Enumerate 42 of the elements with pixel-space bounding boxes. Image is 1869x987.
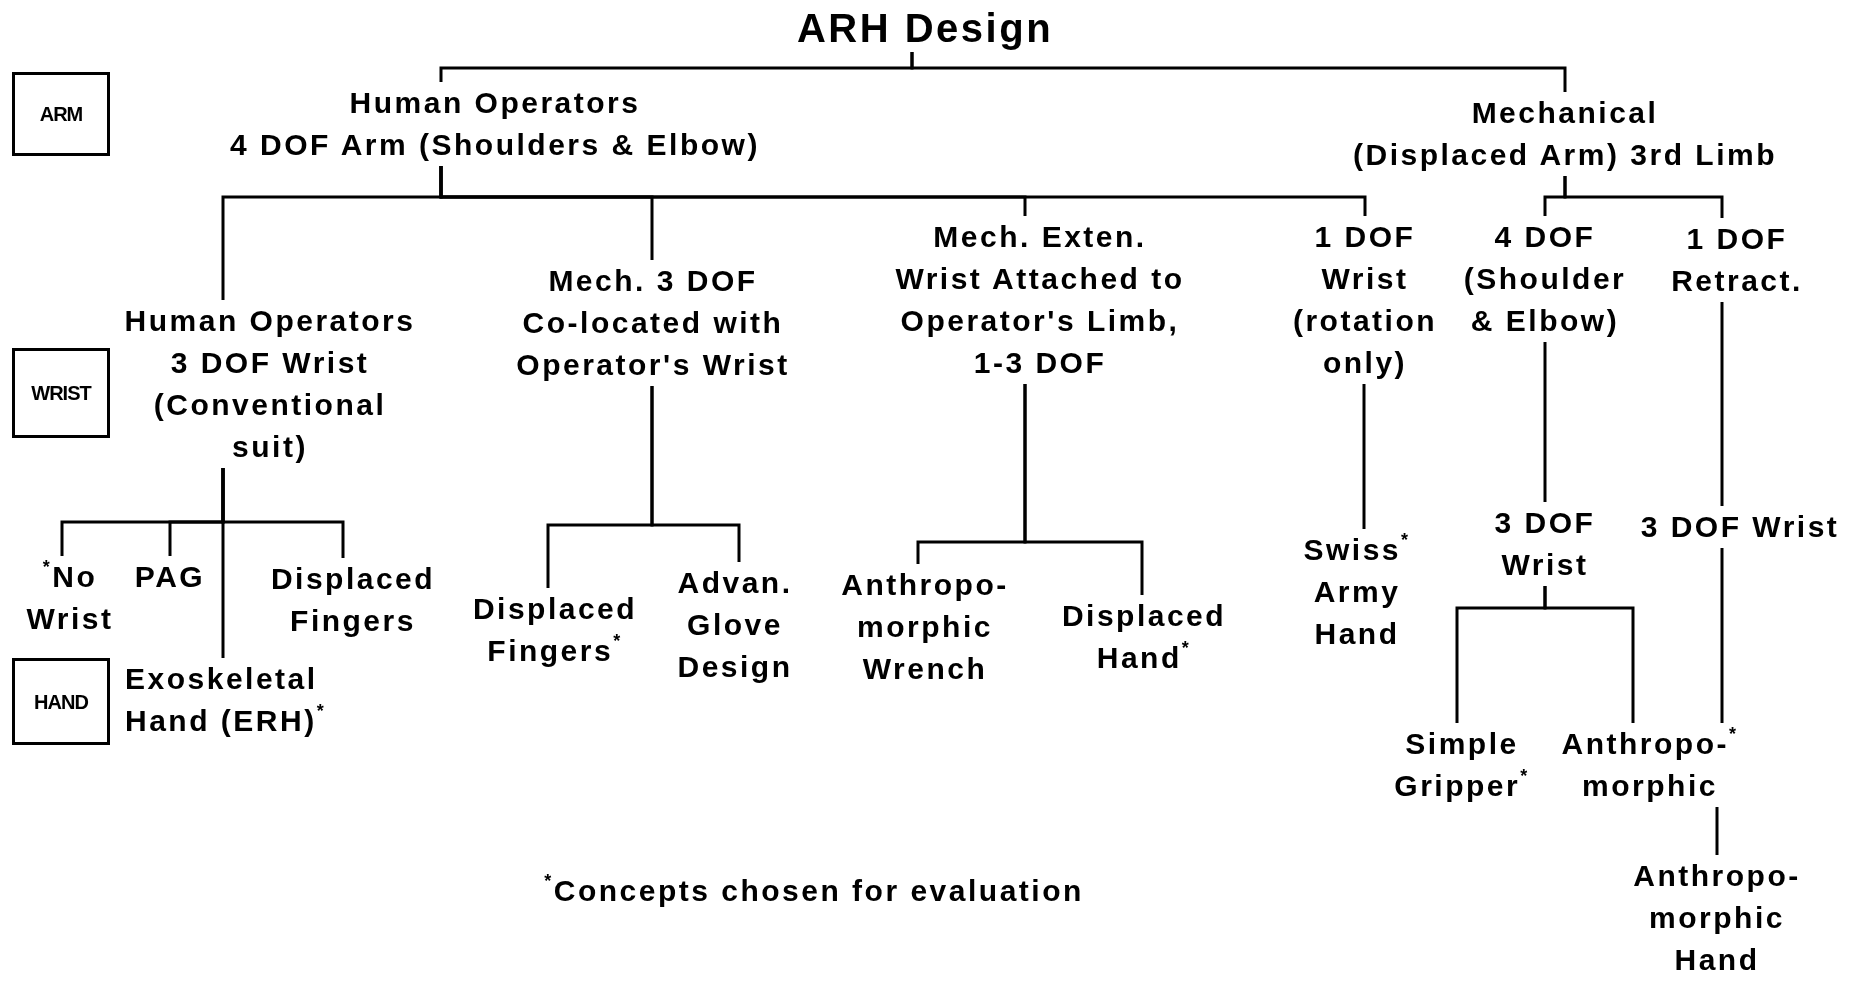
concept-label: $^{*}$No Wrist (17, 556, 123, 640)
tree-connector (1362, 384, 1366, 529)
level-box: ARM (12, 72, 110, 156)
concept-label: 4 DOF Arm (Shoulders & Elbow) (229, 127, 761, 163)
concept-label: PAG (130, 556, 210, 598)
tree-connector (221, 468, 225, 658)
concept-label: (Displaced Arm) 3rd Limb (1352, 137, 1778, 173)
concept-label: 1 DOF Wrist (rotation only) (1280, 216, 1450, 384)
tree-connector (1543, 586, 1635, 723)
concept-label: Advan. Glove Design (660, 562, 810, 688)
concept-label: Anthropo-$^{*}$ morphic (1555, 723, 1745, 807)
tree-connector (1563, 176, 1724, 218)
concept-label: Simple Gripper$^{*}$ (1377, 723, 1547, 807)
concept-label: Anthropo- morphic Wrench (827, 564, 1023, 690)
concept-label: Displaced Fingers$^{*}$ (462, 588, 648, 672)
concept-label: 4 DOF (Shoulder & Elbow) (1457, 216, 1633, 342)
tree-connector (1720, 302, 1724, 506)
tree-connector (910, 52, 1567, 92)
tree-connector (1543, 342, 1547, 502)
level-box: HAND (12, 658, 110, 745)
concept-label: Mech. 3 DOF Co-located with Operator's Wrist (510, 260, 796, 386)
concept-label: Human Operators (348, 85, 642, 121)
tree-connector (1715, 807, 1719, 855)
tree-connector (650, 386, 741, 562)
concept-label: (Conventional suit) (152, 387, 388, 465)
tree-connector (1720, 548, 1724, 723)
concept-label: Displaced Hand$^{*}$ (1051, 595, 1237, 679)
concept-label: Human Operators 3 DOF Wrist (123, 303, 417, 381)
concept-label: 3 DOF Wrist (1625, 506, 1855, 548)
concept-label: 3 DOF Wrist (1475, 502, 1615, 586)
concept-label: Swiss$^{*}$ Army Hand (1282, 529, 1432, 655)
footnote: $^{*}$Concepts chosen for evaluation (544, 874, 1084, 908)
concept-label: Anthropo- morphic Hand (1617, 855, 1817, 981)
concept-label: Displaced Fingers (263, 558, 443, 642)
concept-label: 1 DOF Retract. (1649, 218, 1825, 302)
concept-label: Exoskeletal Hand (ERH)$^{*}$ (125, 658, 405, 742)
tree-connector (439, 166, 1367, 216)
tree-connector (1023, 384, 1144, 595)
root-heading: ARH Design (755, 4, 1095, 52)
concept-label: Mech. Exten. Wrist Attached to Operator's Limb, 1-3 DOF (892, 216, 1188, 384)
level-box: WRIST (12, 348, 110, 438)
concept-label: Mechanical (1470, 95, 1660, 131)
